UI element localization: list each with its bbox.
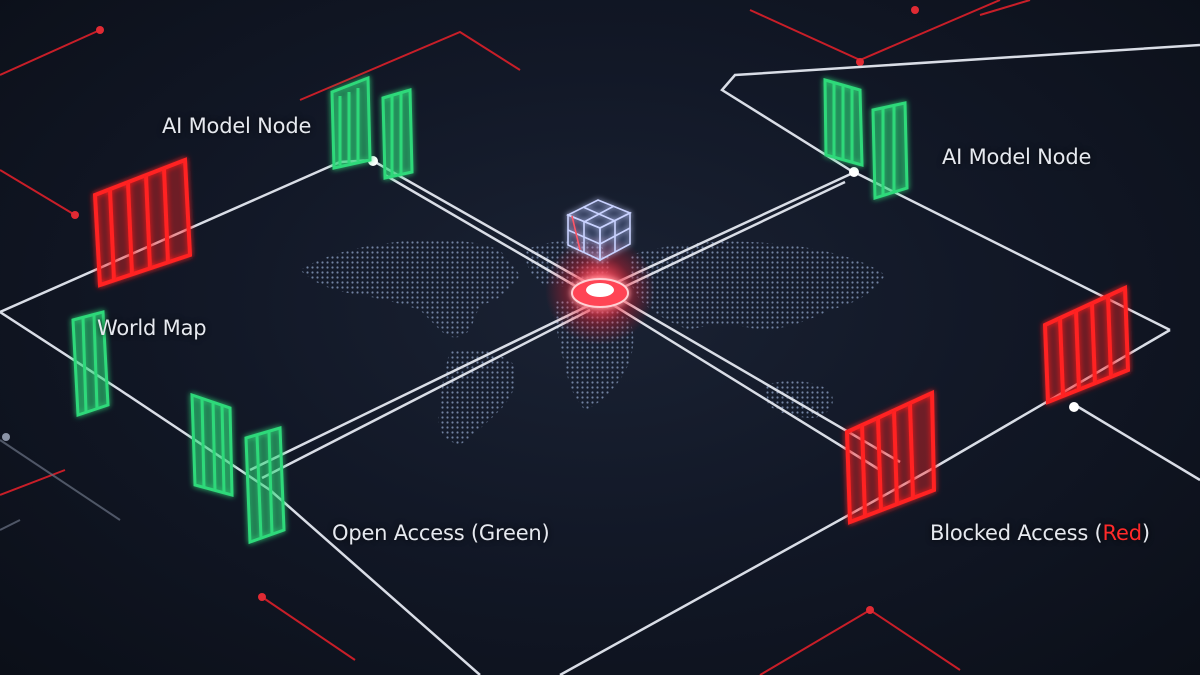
blocked-gates <box>92 157 1131 525</box>
circuit-trace <box>749 0 1001 62</box>
open-gate-icon <box>381 88 414 180</box>
label-blocked-access-red: Red <box>1102 521 1143 545</box>
blocked-gate-icon <box>1042 284 1131 405</box>
label-open-access: Open Access (Green) <box>332 521 550 545</box>
circuit-node <box>96 26 104 34</box>
circuit-node <box>258 593 266 601</box>
continent-australia <box>765 381 833 418</box>
path-right-tail <box>1074 403 1200 482</box>
circuit-trace <box>299 30 521 101</box>
blocked-gate-icon <box>92 157 193 288</box>
endpoint-dot <box>849 167 859 177</box>
grid-lines <box>0 439 121 531</box>
open-gate-icon <box>244 426 286 545</box>
label-world-map: World Map <box>97 316 207 340</box>
circuit-node <box>856 58 864 66</box>
circuit-trace <box>261 596 356 661</box>
continent-south-america <box>438 349 516 445</box>
continent-asia <box>628 241 885 330</box>
open-gates <box>71 75 909 545</box>
continent-north-america <box>300 239 520 338</box>
grid-line <box>0 439 121 521</box>
open-gate-icon <box>871 101 909 201</box>
open-gate-icon <box>190 392 234 497</box>
label-blocked-access-suffix: ) <box>1141 521 1150 545</box>
circuit-trace <box>759 608 961 675</box>
hub-core <box>586 283 614 297</box>
blocked-gate-icon <box>844 389 937 525</box>
circuit-trace <box>0 469 66 496</box>
path-hub-lr <box>604 298 881 472</box>
ai-hub <box>545 199 655 345</box>
circuit-node <box>71 211 79 219</box>
path-top-right <box>720 43 1200 332</box>
circuit-node <box>866 606 874 614</box>
circuit-trace <box>0 169 76 216</box>
circuit-trace <box>0 29 101 76</box>
open-gate-icon <box>71 310 110 418</box>
path-hub-ll-b <box>261 308 591 480</box>
open-gate-icon <box>330 75 372 170</box>
circuit-node <box>911 6 919 14</box>
open-gate-icon <box>823 78 864 167</box>
path-hub-ll <box>249 298 601 472</box>
circuit-trace <box>979 0 1031 16</box>
ai-cube-icon <box>566 199 632 262</box>
endpoint-dot <box>1069 402 1079 412</box>
grid-line <box>0 519 21 531</box>
circuit-traces <box>0 0 1031 675</box>
label-blocked-access-prefix: Blocked Access ( <box>930 521 1103 545</box>
path-left-bottom <box>0 310 481 675</box>
label-blocked-access: Blocked Access (Red) <box>930 521 1150 545</box>
label-ai-node-right: AI Model Node <box>942 145 1092 169</box>
label-ai-node-left: AI Model Node <box>162 114 312 138</box>
endpoint-dot <box>2 433 10 441</box>
